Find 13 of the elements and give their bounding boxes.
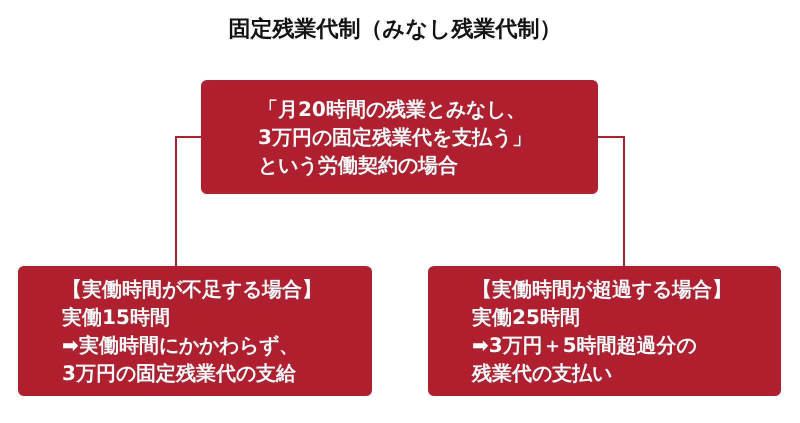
connector-line	[175, 136, 201, 266]
case-heading: 【実働時間が超過する場合】	[472, 276, 732, 303]
case-heading: 【実働時間が不足する場合】	[62, 276, 322, 303]
connector-line	[598, 136, 625, 266]
case-box	[18, 266, 372, 396]
case-text: 実働25時間	[472, 304, 580, 331]
condition-text: 「月20時間の残業とみなし、3万円の固定残業代を支払う」という労働契約の場合	[258, 96, 533, 179]
case-text: ➡3万円＋5時間超過分の残業代の支払い	[472, 332, 698, 387]
case-text: 実働15時間	[62, 304, 170, 331]
case-box	[428, 266, 781, 396]
title: 固定残業代制（みなし残業代制）	[228, 16, 562, 44]
condition-box	[201, 80, 598, 194]
case-text: ➡実働時間にかかわらず、3万円の固定残業代の支給	[62, 332, 300, 387]
